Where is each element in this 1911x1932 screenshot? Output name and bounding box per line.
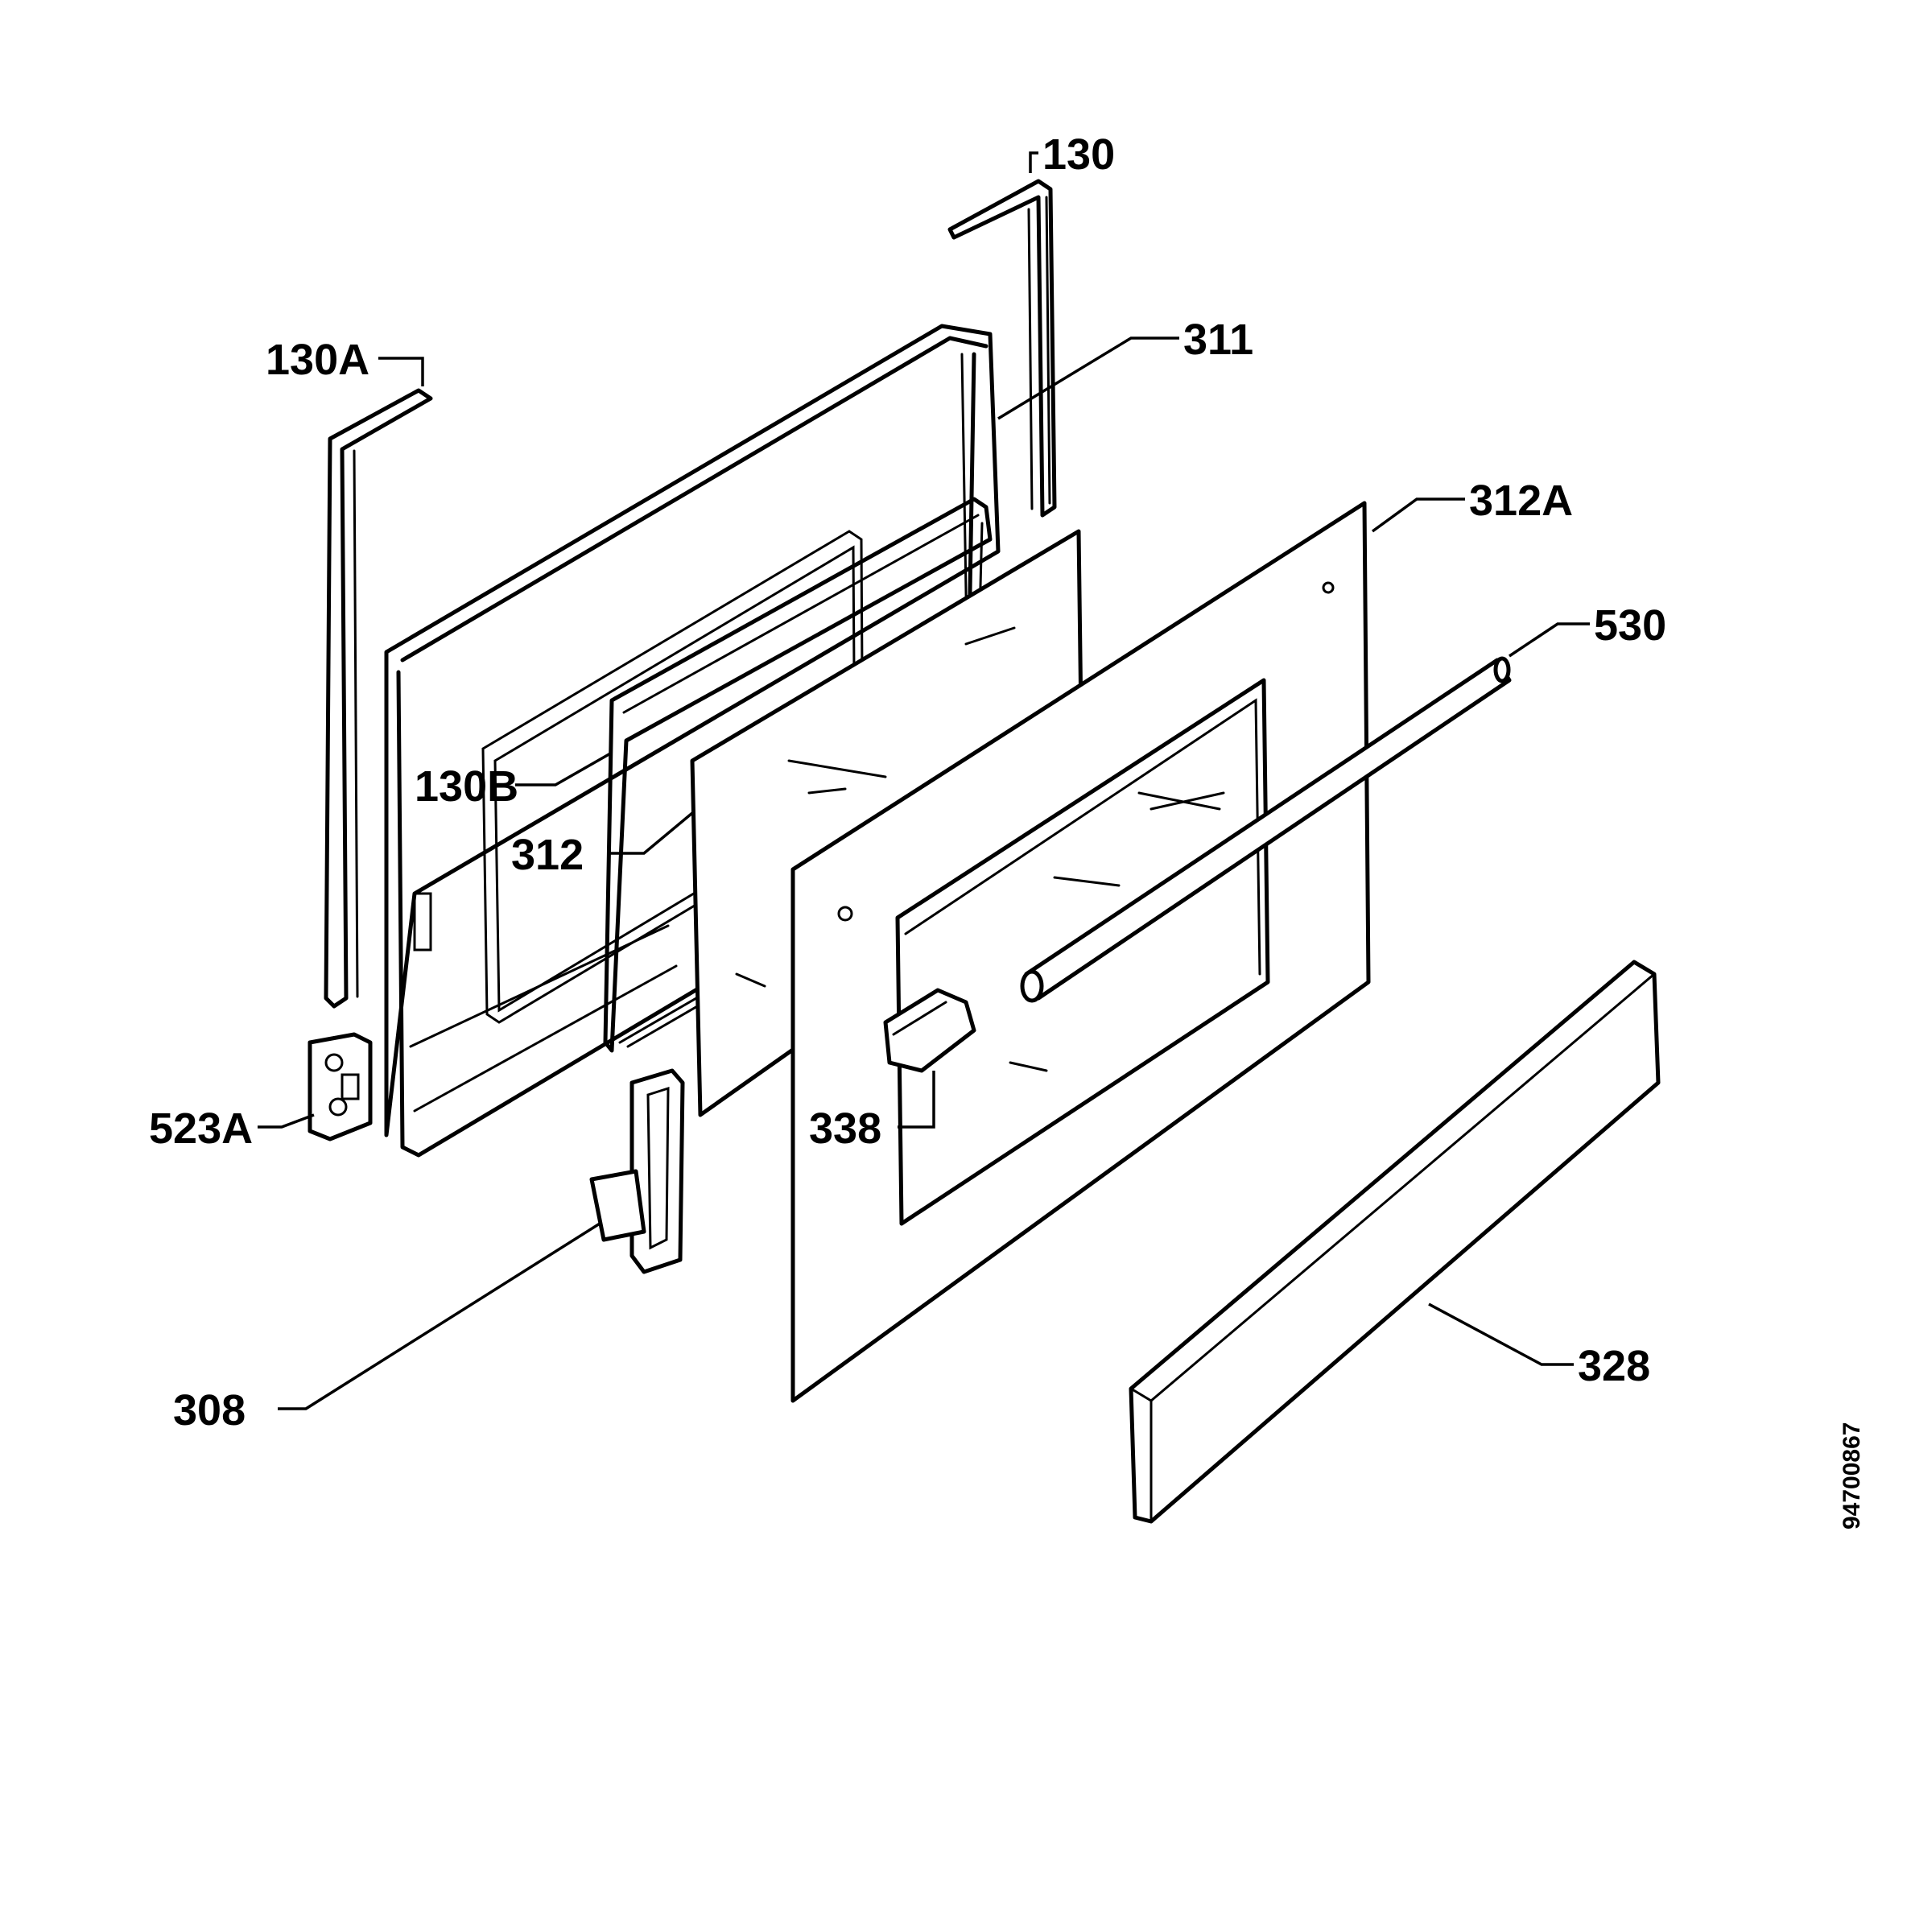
label-308: 308 (173, 1386, 246, 1435)
label-328: 328 (1578, 1342, 1650, 1390)
handle-bracket-338 (883, 988, 976, 1073)
document-id: 94700867 (1839, 1422, 1865, 1530)
handle-rod-530 (1020, 656, 1512, 1003)
label-312: 312 (511, 831, 584, 879)
leader-lines (258, 151, 1590, 1410)
label-311: 311 (1183, 316, 1253, 364)
label-530: 530 (1594, 601, 1666, 650)
label-130B: 130B (415, 762, 518, 811)
label-312A: 312A (1469, 477, 1573, 525)
label-338: 338 (809, 1104, 881, 1153)
hinge-523A (307, 1032, 373, 1141)
seal-130 (947, 179, 1057, 518)
seal-130A (324, 388, 433, 1009)
label-130: 130 (1042, 130, 1115, 179)
hinge-308 (589, 1068, 685, 1274)
panel-328 (1129, 960, 1661, 1524)
label-523A: 523A (149, 1104, 253, 1153)
label-130A: 130A (266, 336, 369, 384)
